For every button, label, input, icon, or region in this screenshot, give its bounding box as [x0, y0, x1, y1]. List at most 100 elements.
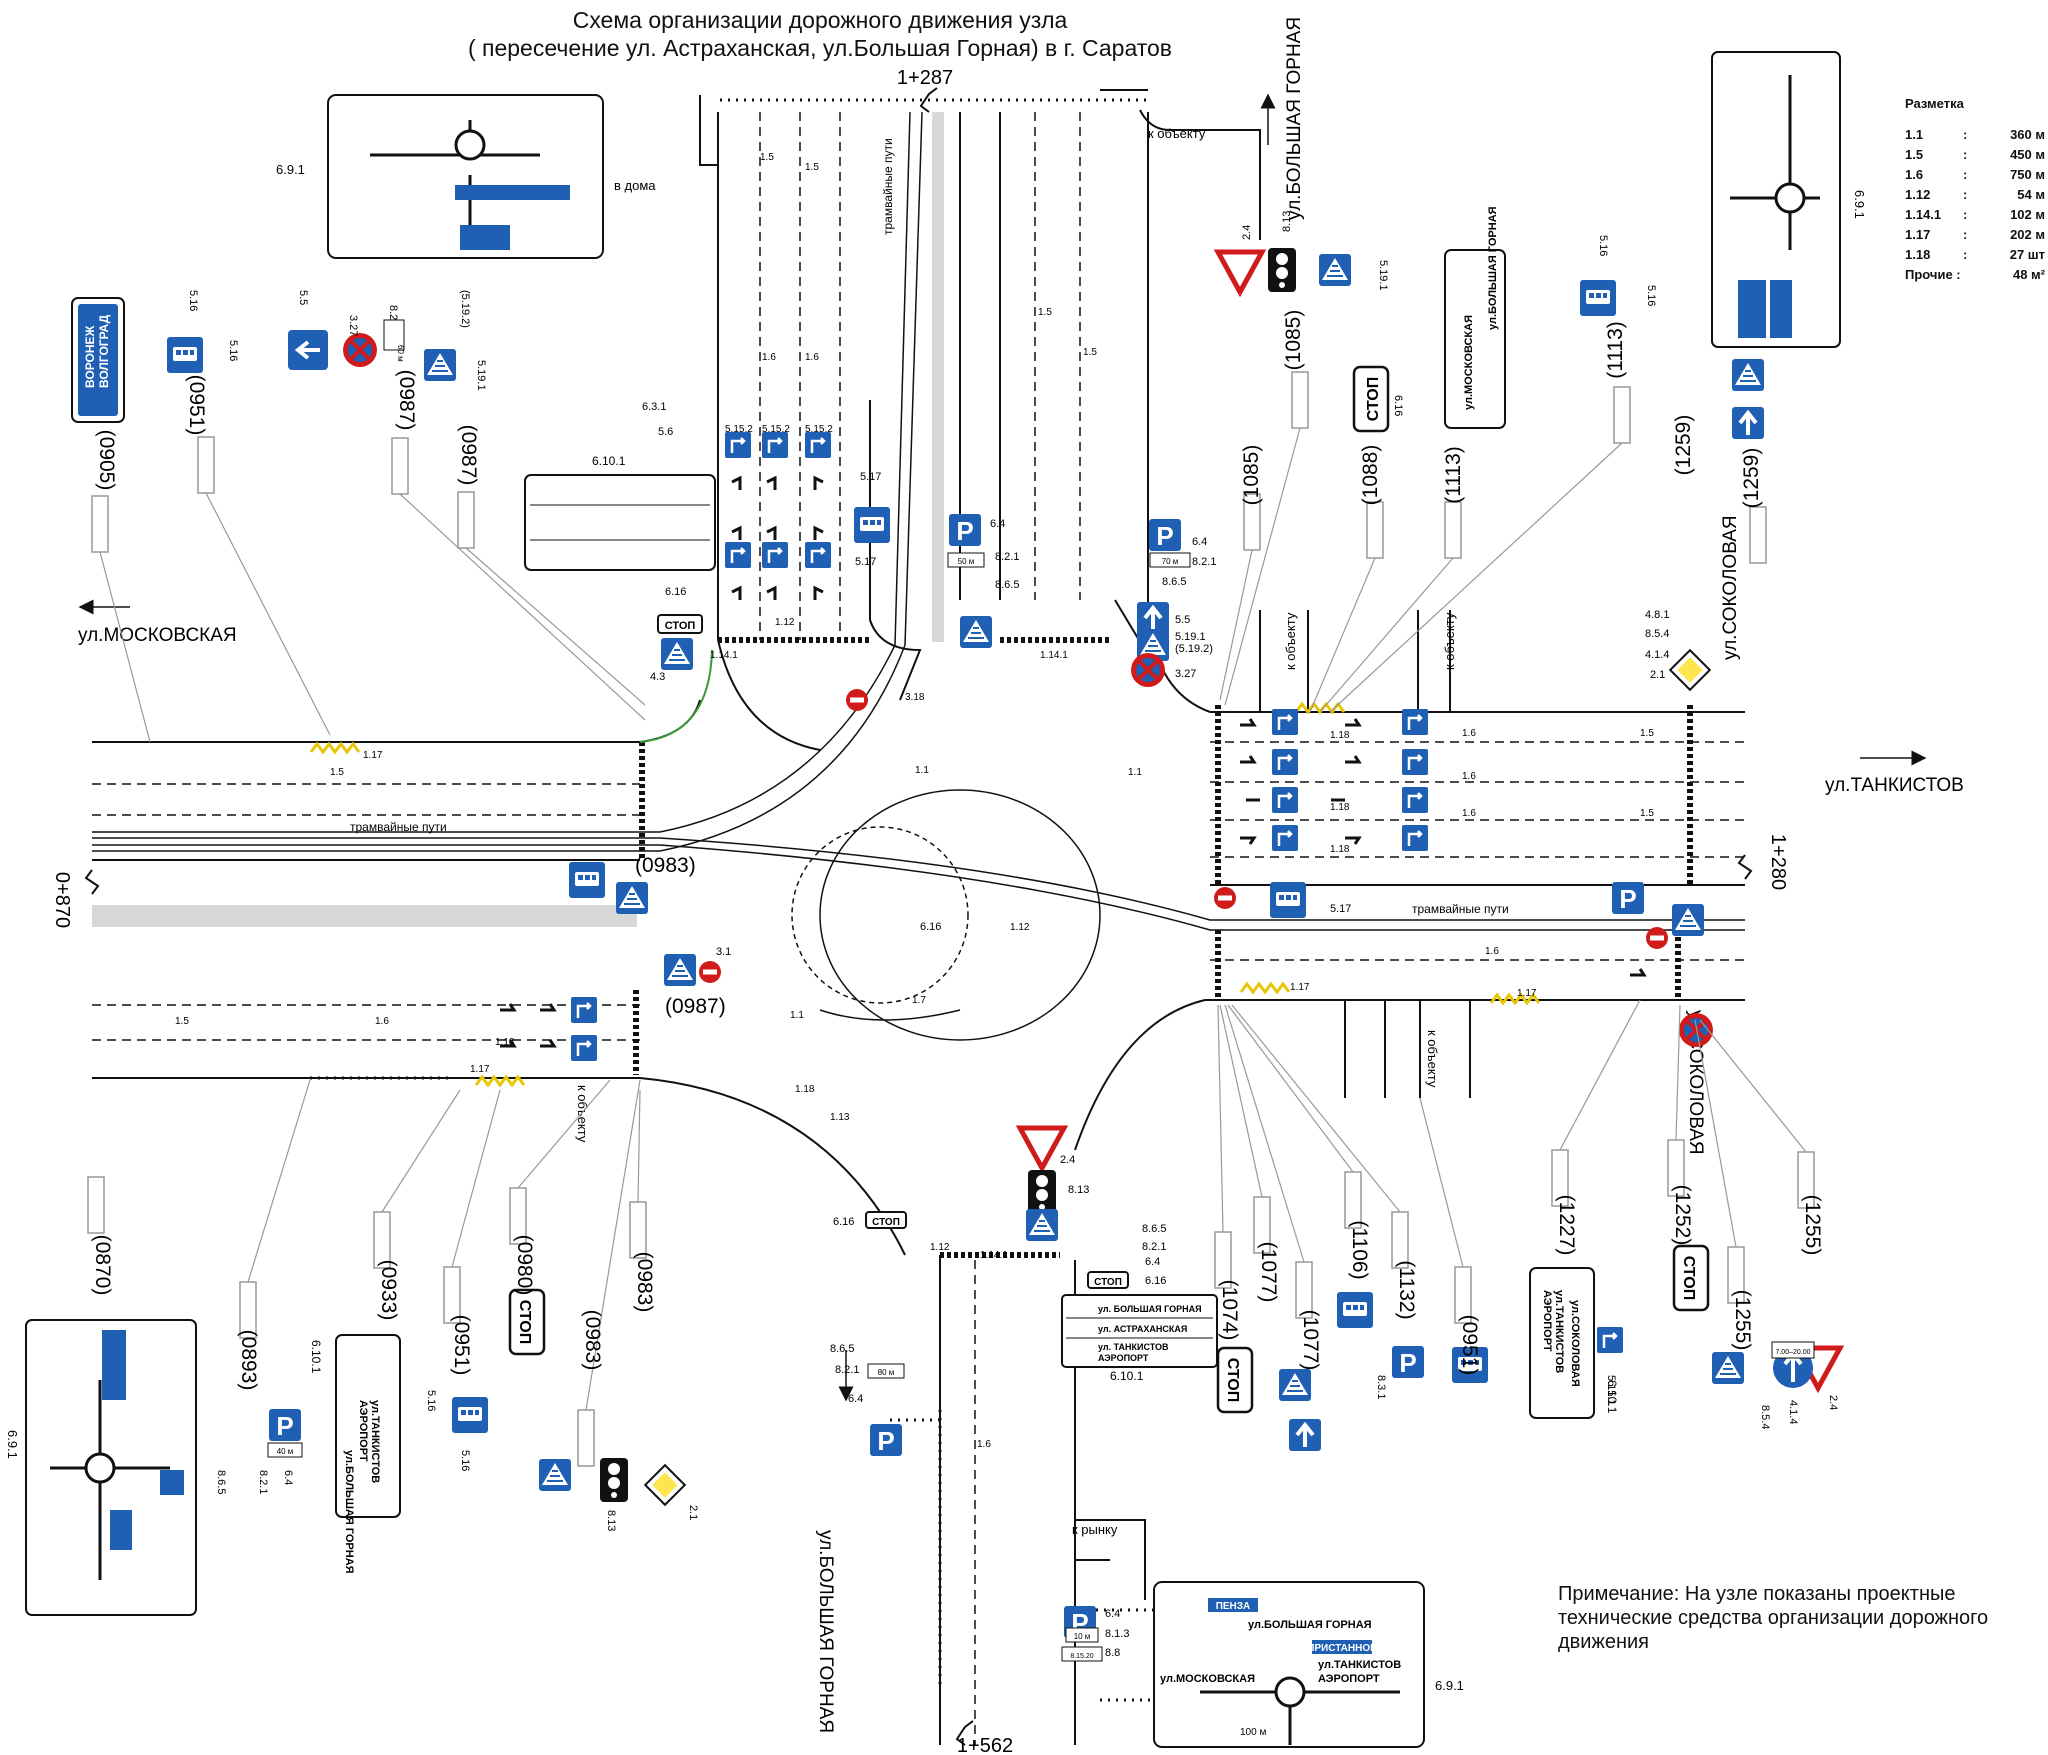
lane-signs-east	[1270, 707, 1430, 853]
code-5-15-2-c: 5.15.2	[805, 424, 833, 435]
sign-bus-0951b	[452, 1397, 488, 1433]
sign-yield-s	[1020, 1128, 1064, 1168]
sc-4-8-1: 4.8.1	[1645, 609, 1669, 621]
bsmall-r1: ул. БОЛЬШАЯ ГОРНАЯ	[1098, 1304, 1202, 1314]
board-0933-tankistov: ул.ТАНКИСТОВ	[369, 1400, 381, 1483]
id-0951c: (0951)	[1458, 1315, 1481, 1376]
sc-2-4-c: 2.4	[1827, 1395, 1839, 1410]
id-1113a: (1113)	[1442, 446, 1465, 504]
legend-header: Разметка	[1905, 96, 1964, 111]
tram-tracks	[92, 111, 1745, 931]
mk-1-13-s: 1.13	[830, 1112, 850, 1123]
sign-light-top	[1268, 248, 1296, 292]
sc-5-19-1-b: 5.19.1	[1175, 631, 1206, 643]
chainage-left: 0+870	[51, 872, 73, 928]
sc-6-16-s: 6.16	[1145, 1275, 1166, 1287]
board-bottom-tankistov: ул.ТАНКИСТОВ	[1318, 1659, 1401, 1671]
legend-row: 1.18:27 шт	[1905, 247, 2045, 262]
board-1113-moskovskaya: ул.МОСКОВСКАЯ	[1463, 315, 1475, 410]
sign-ped-0983	[615, 881, 649, 915]
mk-1-5-n2: 1.5	[805, 162, 819, 173]
mk-1-6-e: 1.6	[1462, 728, 1476, 739]
sign-3-27-top	[1129, 651, 1167, 689]
sc-5-19-2-b: (5.19.2)	[1175, 643, 1213, 655]
sign-ped-0987w	[663, 953, 697, 987]
volgograd-text: ВОЛГОГРАД	[97, 314, 111, 388]
sc-4-3: 4.3	[650, 671, 665, 683]
id-0980: (0980)	[513, 1235, 536, 1296]
sign-park-1132	[1392, 1346, 1424, 1378]
sc-8-6-5-s: 8.6.5	[1142, 1223, 1166, 1235]
sc-8-2-1-sw: 8.2.1	[835, 1364, 859, 1376]
label-v-doma: в дома	[614, 178, 656, 193]
board-0933-bgornaya: ул.БОЛЬШАЯ ГОРНАЯ	[343, 1450, 355, 1574]
id-0951b: (0951)	[450, 1315, 473, 1376]
legend-row: 1.14.1:102 м	[1905, 207, 2045, 222]
stop-1088: СТОП	[1365, 377, 1382, 421]
sc-6-16-c: 6.16	[920, 921, 941, 933]
sc-5-16-bl: 5.16	[459, 1450, 471, 1471]
sign-yield-top	[1218, 252, 1262, 292]
id-1252: (1252)	[1671, 1185, 1694, 1246]
board-bottom-bgornaya: ул.БОЛЬШАЯ ГОРНАЯ	[1248, 1619, 1372, 1631]
stop-1074: СТОП	[1224, 1358, 1241, 1402]
board-bottom-penza: ПЕНЗА	[1216, 1601, 1251, 1612]
id-0983c: (0983)	[633, 1252, 656, 1313]
id-0905: (0905)	[95, 430, 118, 491]
board-1113-bgornaya: ул.БОЛЬШАЯ ГОРНАЯ	[1487, 206, 1499, 330]
id-1132: (1132)	[1395, 1260, 1418, 1319]
mk-1-6-n1: 1.6	[762, 352, 776, 363]
mk-1-1-c: 1.1	[915, 765, 929, 776]
direction-board-bottom-small: ул. БОЛЬШАЯ ГОРНАЯ ул. АСТРАХАНСКАЯ ул. …	[1061, 1294, 1218, 1368]
id-1255b: (1255)	[1801, 1195, 1824, 1256]
mk-1-18-s: 1.18	[795, 1084, 815, 1095]
sc-6-16: 6.16	[665, 586, 686, 598]
street-bgornaya-top: ул.БОЛЬШАЯ ГОРНАЯ	[1284, 17, 1305, 220]
direction-board-top-right	[1711, 51, 1841, 348]
board-1227-tankistov: ул.ТАНКИСТОВ	[1553, 1290, 1565, 1373]
direction-board-1113: ул.МОСКОВСКАЯ ул.БОЛЬШАЯ ГОРНАЯ	[1444, 206, 1506, 429]
sc-5-17-b: 5.17	[855, 556, 876, 568]
sc-4-1-4-a: 4.1.4	[1645, 649, 1669, 661]
sc-6-3-1: 6.3.1	[642, 401, 666, 413]
mk-1-5-n4: 1.5	[1083, 347, 1097, 358]
mk-1-6-sw: 1.6	[375, 1016, 389, 1027]
sc-5-17-c: 5.17	[1330, 903, 1351, 915]
mk-1-6-n2: 1.6	[805, 352, 819, 363]
sign-5-5-1259	[1730, 405, 1766, 441]
id-1085a: (1085)	[1240, 445, 1263, 506]
sign-noentry-top	[846, 689, 868, 711]
roundabout	[791, 789, 1101, 1041]
plate-40: 40 м	[277, 1447, 294, 1456]
leader-lines	[99, 427, 1807, 1411]
mk-3-18-n: 3.18	[905, 692, 925, 703]
sign-light-s	[1028, 1170, 1056, 1214]
legend-row: 1.1:360 м	[1905, 127, 2045, 142]
sign-noentry-e2	[1214, 887, 1236, 909]
sc-6-4-s: 6.4	[1145, 1256, 1160, 1268]
mk-1-18-e3: 1.18	[1330, 844, 1350, 855]
sign-ped-east	[1671, 903, 1705, 937]
sc-3-27: 3.27	[347, 315, 359, 336]
mk-1-5-n1: 1.5	[760, 152, 774, 163]
sc-5-19-2: (5.19.2)	[459, 290, 471, 328]
sign-ped-top3	[660, 637, 694, 671]
stop-s: СТОП	[1094, 1277, 1122, 1288]
id-0987c: (0987)	[665, 995, 726, 1018]
sc-6-4-b: 6.4	[1192, 536, 1207, 548]
sign-bus-0983	[569, 862, 605, 898]
label-k-obektu-top: к объекту	[1148, 126, 1206, 141]
legend-row: 1.12:54 м	[1905, 187, 2045, 202]
sign-3-27-left	[341, 331, 379, 369]
id-1259b: (1259)	[1740, 448, 1763, 509]
id-1227: (1227)	[1555, 1195, 1578, 1256]
mk-1-6-e2: 1.6	[1462, 771, 1476, 782]
id-1085b: (1085)	[1282, 310, 1305, 371]
board-1227-aeroport: АЭРОПОРТ	[1541, 1290, 1553, 1352]
id-1077a: (1077)	[1257, 1242, 1280, 1303]
diagram-title: Схема организации дорожного движения узл…	[320, 6, 1320, 62]
sc-5-16-c: 5.16	[1597, 235, 1609, 256]
sc-5-16-d: 5.16	[1645, 285, 1657, 306]
code-5-15-2-a: 5.15.2	[725, 424, 753, 435]
board-bottom-moskovskaya: ул.МОСКОВСКАЯ	[1160, 1673, 1255, 1685]
